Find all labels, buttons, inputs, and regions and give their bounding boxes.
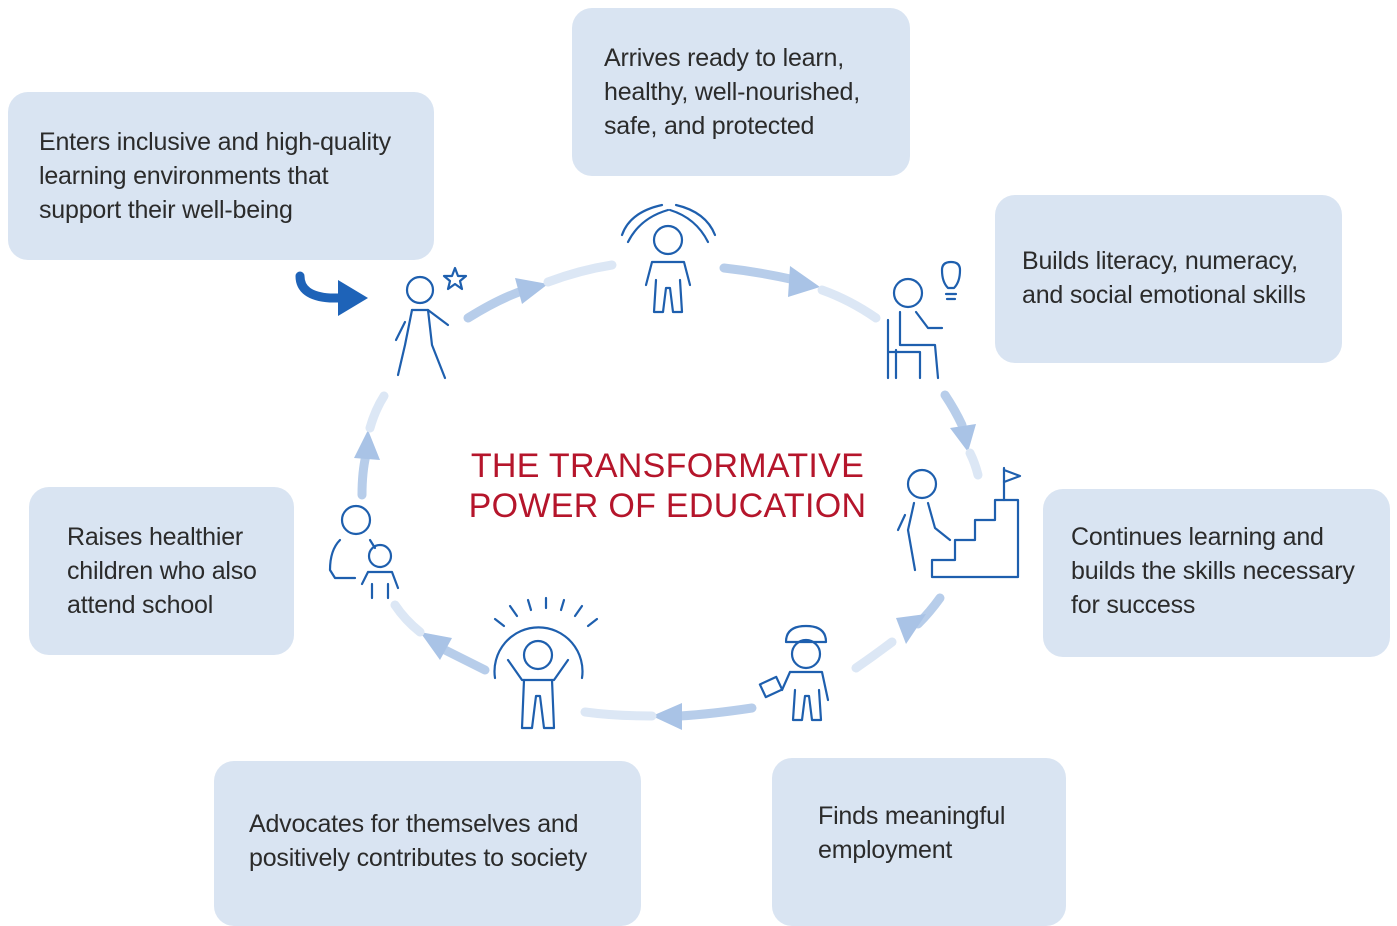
step-text: Advocates for themselves and positively … <box>249 810 588 872</box>
step-text: Arrives ready to learn, healthy, well-no… <box>604 44 860 140</box>
step-card-arrives-ready: Arrives ready to learn, healthy, well-no… <box>572 8 910 176</box>
cycle-arrow-1 <box>463 260 617 323</box>
worker-with-briefcase-icon <box>758 624 830 722</box>
step-card-advocates: Advocates for themselves and positively … <box>214 761 641 926</box>
step-card-continues-learning: Continues learning and builds the skills… <box>1043 489 1390 657</box>
step-card-enters-learning: Enters inclusive and high-quality learni… <box>8 92 434 260</box>
step-text: Enters inclusive and high-quality learni… <box>39 128 391 224</box>
cycle-arrow-2 <box>719 263 881 323</box>
cycle-arrow-3 <box>940 390 983 480</box>
diagram-title: THE TRANSFORMATIVE POWER OF EDUCATION <box>468 447 867 525</box>
step-card-raises-children: Raises healthier children who also atten… <box>29 487 294 655</box>
cycle-arrow-5 <box>580 703 757 730</box>
walking-child-star-icon <box>394 266 468 380</box>
parent-with-child-icon <box>328 504 400 600</box>
cheering-person-icon <box>493 596 599 730</box>
cycle-arrow-7 <box>354 391 389 500</box>
step-card-builds-literacy: Builds literacy, numeracy, and social em… <box>995 195 1342 363</box>
start-arrow <box>295 271 368 316</box>
cycle-arrow-6 <box>390 600 490 675</box>
cycle-arrow-4 <box>851 593 945 673</box>
step-text: Builds literacy, numeracy, and social em… <box>1022 247 1306 309</box>
step-text: Continues learning and builds the skills… <box>1071 523 1355 619</box>
climbing-stairs-flag-icon <box>896 466 1022 579</box>
step-text: Finds meaningful employment <box>818 802 1006 864</box>
step-card-finds-employment: Finds meaningful employment <box>772 758 1066 926</box>
step-text: Raises healthier children who also atten… <box>67 523 257 619</box>
seated-child-lightbulb-icon <box>886 260 962 380</box>
protected-child-hands-icon <box>620 203 717 314</box>
